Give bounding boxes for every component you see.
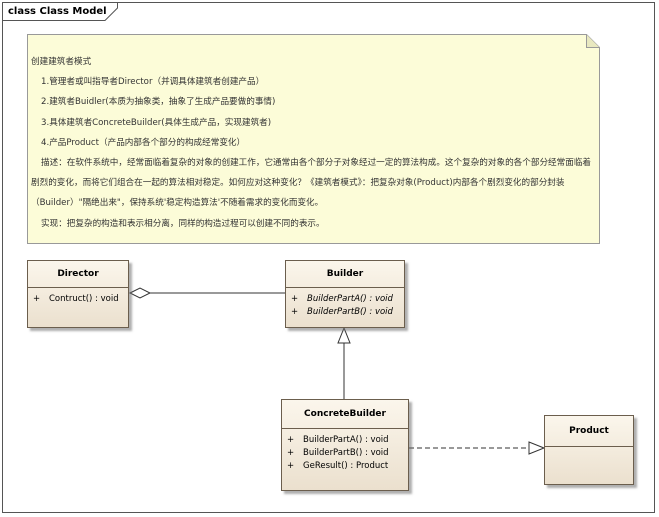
class-builder[interactable]: Builder + BuilderPartA() : void + Builde… (285, 260, 405, 328)
note-line-concrete-builder: 3.具体建筑者ConcreteBuilder(具体生成产品，实现建筑者) (41, 117, 272, 128)
builder-op-part-a: + BuilderPartA() : void (286, 293, 404, 306)
class-product[interactable]: Product (544, 415, 634, 485)
op-signature: BuilderPartA() : void (303, 435, 389, 445)
op-signature: Contruct() : void (49, 294, 119, 304)
note-shape[interactable] (27, 34, 600, 244)
note-text: 创建建筑者模式 1.管理者或叫指导者Director（并调具体建筑者创建产品） … (31, 52, 599, 234)
director-op-contruct: + Contruct() : void (28, 293, 128, 306)
note-line-description: 描述：在软件系统中，经常面临着复杂的对象的创建工作，它通常由各个部分子对象经过一… (31, 158, 592, 209)
class-product-name: Product (545, 416, 633, 447)
note-line-builder: 2.建筑者Buidler(本质为抽象类，抽象了生成产品要做的事情) (41, 97, 276, 108)
aggregation-diamond (128, 287, 152, 299)
class-concrete-builder-name: ConcreteBuilder (282, 400, 408, 429)
concrete-builder-op-part-b: + BuilderPartB() : void (282, 447, 408, 460)
note-line-product: 4.产品Product（产品内部各个部分的构成经常变化） (41, 137, 246, 148)
note-line-director: 1.管理者或叫指导者Director（并调具体建筑者创建产品） (41, 77, 265, 88)
concrete-builder-op-part-a: + BuilderPartA() : void (282, 434, 408, 447)
dependency-arrowhead (528, 441, 546, 455)
op-signature: BuilderPartB() : void (303, 448, 389, 458)
class-director[interactable]: Director + Contruct() : void (27, 260, 129, 328)
op-visibility: + (291, 294, 299, 304)
op-visibility: + (287, 448, 295, 458)
op-visibility: + (287, 461, 295, 471)
class-concrete-builder[interactable]: ConcreteBuilder + BuilderPartA() : void … (281, 399, 409, 491)
op-visibility: + (291, 307, 299, 317)
op-visibility: + (287, 435, 295, 445)
op-visibility: + (33, 294, 41, 304)
op-signature: BuilderPartA() : void (307, 294, 393, 304)
note-line-title: 创建建筑者模式 (31, 57, 92, 67)
class-builder-name: Builder (286, 261, 404, 288)
op-signature: BuilderPartB() : void (307, 307, 393, 317)
note-line-implementation: 实现：把复杂的构造和表示相分离，同样的构造过程可以创建不同的表示。 (41, 218, 325, 229)
generalization-arrowhead (337, 326, 351, 344)
builder-op-part-b: + BuilderPartB() : void (286, 306, 404, 319)
diagram-title: class Class Model (8, 6, 107, 17)
class-director-name: Director (28, 261, 128, 288)
concrete-builder-op-get-result: + GeResult() : Product (282, 460, 408, 473)
op-signature: GeResult() : Product (303, 461, 389, 471)
